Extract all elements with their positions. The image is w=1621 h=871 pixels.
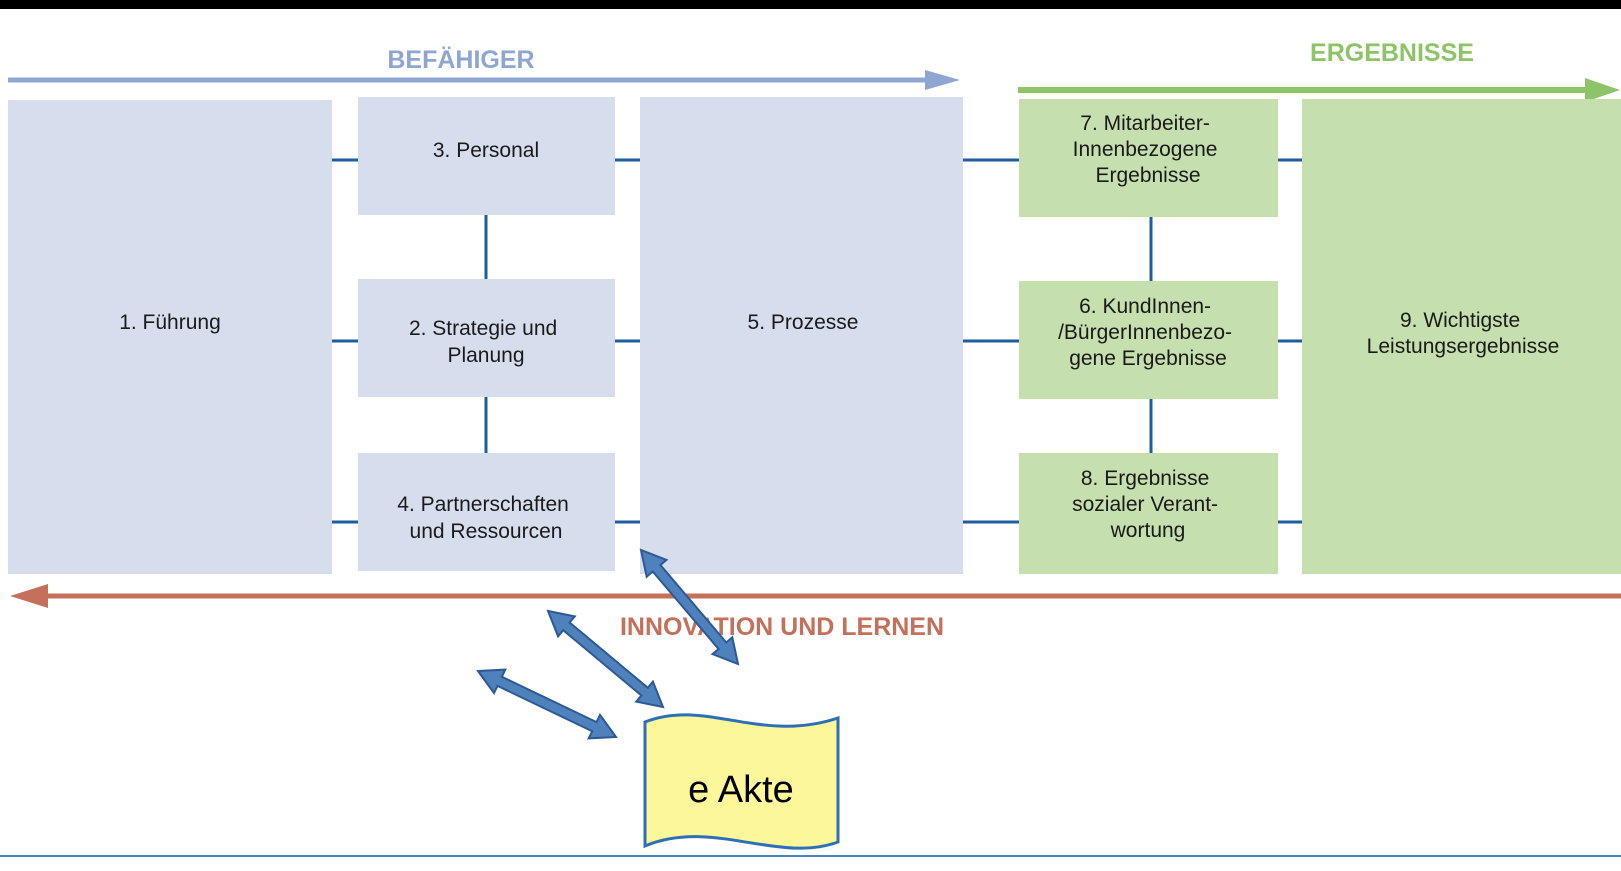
box-fuehrung xyxy=(8,100,332,574)
double-arrow-to-partner xyxy=(546,609,665,709)
box-partner xyxy=(358,453,615,571)
box-leistung xyxy=(1302,99,1621,574)
box-strategie xyxy=(358,279,615,397)
top-rule xyxy=(0,0,1621,9)
enablers-arrow xyxy=(8,70,960,90)
label-strategie: 2. Strategie und Planung xyxy=(409,317,563,367)
label-mitarbeiter: 7. Mitarbeiter- Innenbezogene Ergebnisse xyxy=(1073,112,1224,187)
double-arrows xyxy=(476,548,740,740)
results-title: ERGEBNISSE xyxy=(1310,39,1474,67)
box-mitarbeiter xyxy=(1019,99,1278,217)
connector-lines xyxy=(332,158,1302,524)
label-fuehrung: 1. Führung xyxy=(119,311,221,334)
innovation-arrow xyxy=(10,584,1621,608)
double-arrow-to-prozesse xyxy=(639,548,740,666)
box-prozesse xyxy=(640,97,963,574)
label-partner: 4. Partnerschaften und Ressourcen xyxy=(397,493,574,543)
box-kunden xyxy=(1019,281,1278,399)
box-personal xyxy=(358,97,615,215)
label-leistung: 9. Wichtigste Leistungsergebnisse xyxy=(1367,309,1560,358)
innovation-title: INNOVATION UND LERNEN xyxy=(620,613,944,641)
label-gesellschaft: 8. Ergebnisse sozialer Verant- wortung xyxy=(1072,467,1224,542)
eakte-scroll: e Akte xyxy=(643,713,840,850)
label-kunden: 6. KundInnen- /BürgerInnenbezo- gene Erg… xyxy=(1058,295,1238,370)
double-arrow-to-strategie xyxy=(476,668,618,740)
label-personal: 3. Personal xyxy=(433,139,539,162)
box-gesellschaft xyxy=(1019,453,1278,574)
results-arrow xyxy=(1018,78,1620,102)
label-prozesse: 5. Prozesse xyxy=(748,311,859,334)
eakte-label: e Akte xyxy=(688,769,794,811)
enablers-title: BEFÄHIGER xyxy=(387,46,534,74)
